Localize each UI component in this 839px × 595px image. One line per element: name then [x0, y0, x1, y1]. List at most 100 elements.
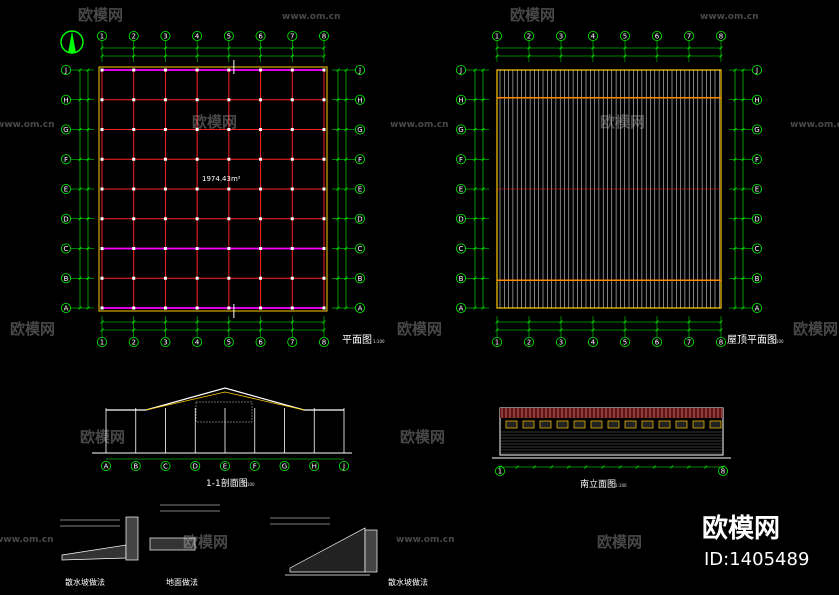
column: [227, 306, 231, 310]
column: [132, 247, 136, 250]
column: [163, 68, 167, 72]
col-axis-circle: [318, 30, 329, 41]
row-axis-label: F: [755, 156, 759, 164]
col-axis-circle: [160, 30, 171, 41]
section-axis-label: H: [312, 463, 317, 471]
col-axis-label: 3: [163, 33, 167, 41]
watermark-site: www.om.cn: [0, 120, 55, 130]
column: [227, 128, 231, 131]
detail-1-section: [61, 544, 127, 561]
dim-tick: [669, 465, 674, 469]
row-axis-circle: [455, 65, 466, 76]
window: [658, 420, 671, 429]
col-axis-label: 4: [195, 33, 200, 41]
watermark-brand: 欧模网: [397, 320, 442, 338]
row-axis-circle: [752, 183, 763, 194]
window: [539, 420, 552, 429]
col-axis-label: 3: [163, 339, 167, 347]
column: [100, 128, 104, 131]
col-axis-label: 7: [687, 33, 691, 41]
col-axis-circle: [287, 336, 298, 347]
col-axis-label: 1: [495, 339, 499, 347]
elevation-title: 南立面图: [580, 478, 616, 490]
col-axis-circle: [97, 336, 108, 347]
row-axis-circle: [354, 183, 365, 194]
row-axis-circle: [61, 243, 72, 254]
col-axis-label: 5: [227, 339, 231, 347]
row-axis-label: C: [755, 245, 760, 253]
column: [132, 306, 136, 310]
column: [195, 306, 199, 310]
col-axis-label: 1: [100, 339, 104, 347]
section-axis-label: E: [223, 463, 227, 471]
window: [675, 420, 688, 429]
col-axis-label: 5: [623, 339, 627, 347]
watermark-site: www.om.cn: [396, 535, 455, 545]
section-axis-circle: [279, 460, 290, 471]
column: [259, 68, 263, 72]
column: [132, 157, 136, 161]
elev-axis-circle: [718, 465, 729, 476]
column: [132, 187, 136, 191]
row-axis-label: E: [358, 186, 362, 194]
dim-tick: [584, 465, 588, 469]
watermark-brand: 欧模网: [183, 533, 228, 551]
row-axis-circle: [354, 154, 365, 165]
dim-tick: [498, 465, 502, 469]
row-axis-label: H: [357, 96, 362, 104]
id-watermark: ID:1405489: [704, 549, 809, 570]
section-axis-label: A: [104, 463, 109, 471]
column: [290, 276, 294, 280]
row-axis-circle: [61, 213, 72, 224]
column: [163, 306, 167, 310]
watermark-site: www.om.cn: [0, 535, 54, 545]
row-axis-label: F: [64, 156, 68, 164]
watermarks: 欧模网欧模网欧模网欧模网欧模网欧模网欧模网欧模网欧模网欧模网欧模网www.om.…: [0, 6, 839, 551]
row-axis-label: B: [64, 275, 69, 283]
column: [322, 306, 326, 310]
dim-tick: [635, 465, 639, 469]
row-axis-circle: [61, 154, 72, 165]
window: [641, 420, 654, 429]
column: [322, 276, 326, 280]
row-axis-circle: [455, 124, 466, 135]
section-axis-label: B: [133, 463, 138, 471]
col-axis-label: 8: [322, 339, 326, 347]
dim-tick: [601, 465, 605, 469]
column: [163, 157, 167, 161]
col-axis-label: 4: [591, 339, 596, 347]
col-axis-label: 4: [195, 339, 200, 347]
row-axis-label: B: [755, 275, 760, 283]
column: [227, 276, 231, 280]
detail-3-slope: [289, 527, 366, 573]
column: [322, 217, 326, 221]
row-axis-circle: [455, 302, 466, 313]
col-axis-circle: [97, 30, 108, 41]
window: [573, 420, 586, 429]
column: [195, 157, 199, 161]
row-axis-circle: [61, 65, 72, 76]
section-axis-circle: [130, 460, 141, 471]
row-axis-circle: [455, 94, 466, 105]
col-axis-circle: [684, 30, 695, 41]
elev-axis-label: 1: [498, 468, 502, 476]
column: [259, 217, 263, 221]
row-axis-circle: [61, 94, 72, 105]
row-axis-label: E: [64, 186, 68, 194]
row-axis-label: D: [754, 215, 759, 223]
column: [259, 306, 263, 310]
column: [227, 247, 231, 250]
column: [322, 187, 326, 191]
column: [322, 68, 326, 72]
col-axis-circle: [223, 336, 234, 347]
window: [522, 420, 535, 429]
column: [290, 98, 294, 102]
window: [556, 420, 569, 429]
col-axis-circle: [128, 30, 139, 41]
watermark-brand: 欧模网: [80, 428, 125, 446]
section-axis-label: J: [342, 463, 345, 471]
col-axis-label: 6: [258, 339, 263, 347]
clerestory: [195, 401, 253, 423]
column: [195, 217, 199, 221]
